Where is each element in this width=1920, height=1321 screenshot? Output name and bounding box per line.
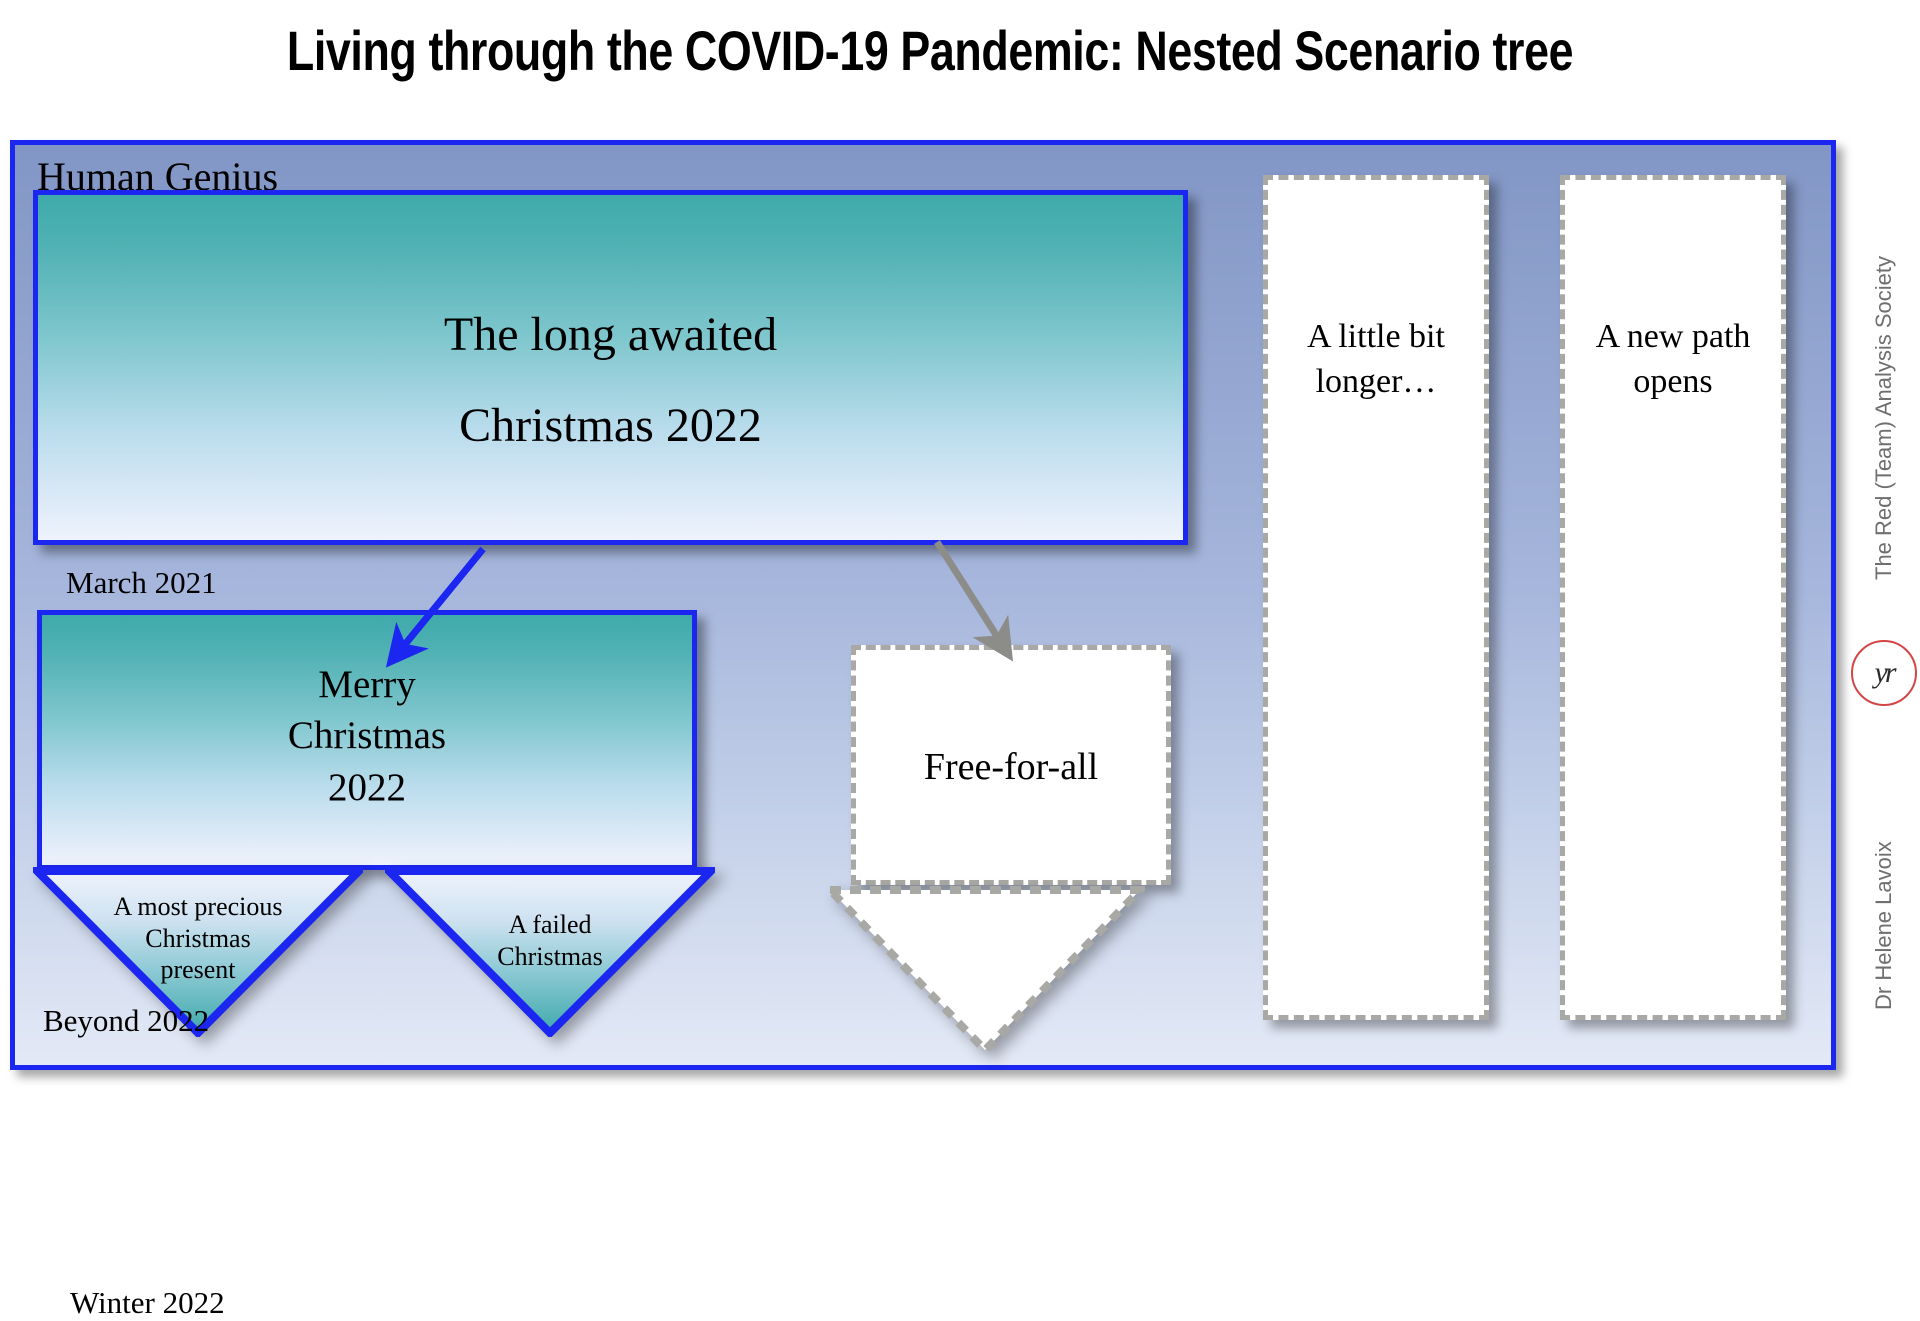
node-free-for-all-label: Free-for-all — [923, 746, 1099, 788]
node-merry-christmas: Merry Christmas 2022 Winter 2022 — [37, 610, 697, 1320]
node-long-awaited-line1: The long awaited — [443, 308, 778, 361]
page-title: Living through the COVID-19 Pandemic: Ne… — [286, 19, 1574, 82]
node-merry-line2: Christmas — [287, 714, 447, 758]
node-precious-line1: A most precious — [113, 892, 283, 921]
node-failed-christmas: A failed Christmas — [385, 867, 715, 1037]
node-most-precious-present: A most precious Christmas present — [33, 867, 363, 1037]
node-precious-line2: Christmas — [145, 923, 251, 953]
node-new-path-line1: A new path — [1595, 318, 1751, 355]
node-little-longer-line2: longer… — [1315, 362, 1437, 400]
outer-panel-human-genius: Human Genius The long awaited Christmas … — [10, 140, 1836, 1320]
timeline-label-beyond-2022: Beyond 2022 — [43, 1003, 210, 1038]
node-most-precious-label: A most precious Christmas present — [33, 891, 363, 986]
node-merry-line1: Merry — [318, 663, 416, 706]
society-name: The Red (Team) Analysis Society — [1871, 255, 1896, 580]
node-merry-christmas-label: Merry Christmas 2022 — [42, 659, 692, 813]
node-failed-line2: Christmas — [497, 941, 603, 971]
node-new-path-line2: opens — [1633, 362, 1713, 400]
credits-sidebar: The Red (Team) Analysis Society yr Dr He… — [1848, 0, 1920, 1080]
node-failed-line1: A failed — [508, 910, 592, 939]
arrow-long-awaited-to-merry — [385, 546, 486, 668]
node-a-little-bit-longer: A little bit longer… — [1263, 175, 1489, 1020]
node-long-awaited-christmas: The long awaited Christmas 2022 March 20… — [33, 190, 1188, 600]
node-failed-christmas-label: A failed Christmas — [385, 909, 715, 972]
node-free-for-all: Free-for-all — [851, 645, 1171, 885]
timeline-label-march-2021: March 2021 — [66, 565, 217, 600]
node-long-awaited-line2: Christmas 2022 — [459, 399, 762, 453]
society-logo-icon: yr — [1851, 640, 1917, 706]
node-long-awaited-label: The long awaited Christmas 2022 — [38, 303, 1183, 458]
node-free-for-all-branch-triangle — [825, 885, 1145, 1055]
timeline-label-winter-2022: Winter 2022 — [70, 1285, 225, 1320]
triangle-shape-free-for-all — [825, 886, 1145, 1055]
logo-monogram: yr — [1874, 656, 1897, 689]
node-a-new-path-opens: A new path opens — [1560, 175, 1786, 1020]
node-precious-line3: present — [160, 955, 236, 985]
author-name: Dr Helene Lavoix — [1871, 841, 1896, 1010]
arrow-long-awaited-to-free-for-all — [934, 540, 1014, 662]
node-little-longer-line1: A little bit — [1307, 318, 1445, 355]
node-little-longer-label: A little bit longer… — [1268, 315, 1484, 405]
node-merry-line3: 2022 — [328, 765, 406, 809]
node-new-path-label: A new path opens — [1565, 315, 1781, 405]
triangle-shape-precious — [33, 867, 363, 1037]
triangle-shape-failed — [385, 867, 715, 1037]
